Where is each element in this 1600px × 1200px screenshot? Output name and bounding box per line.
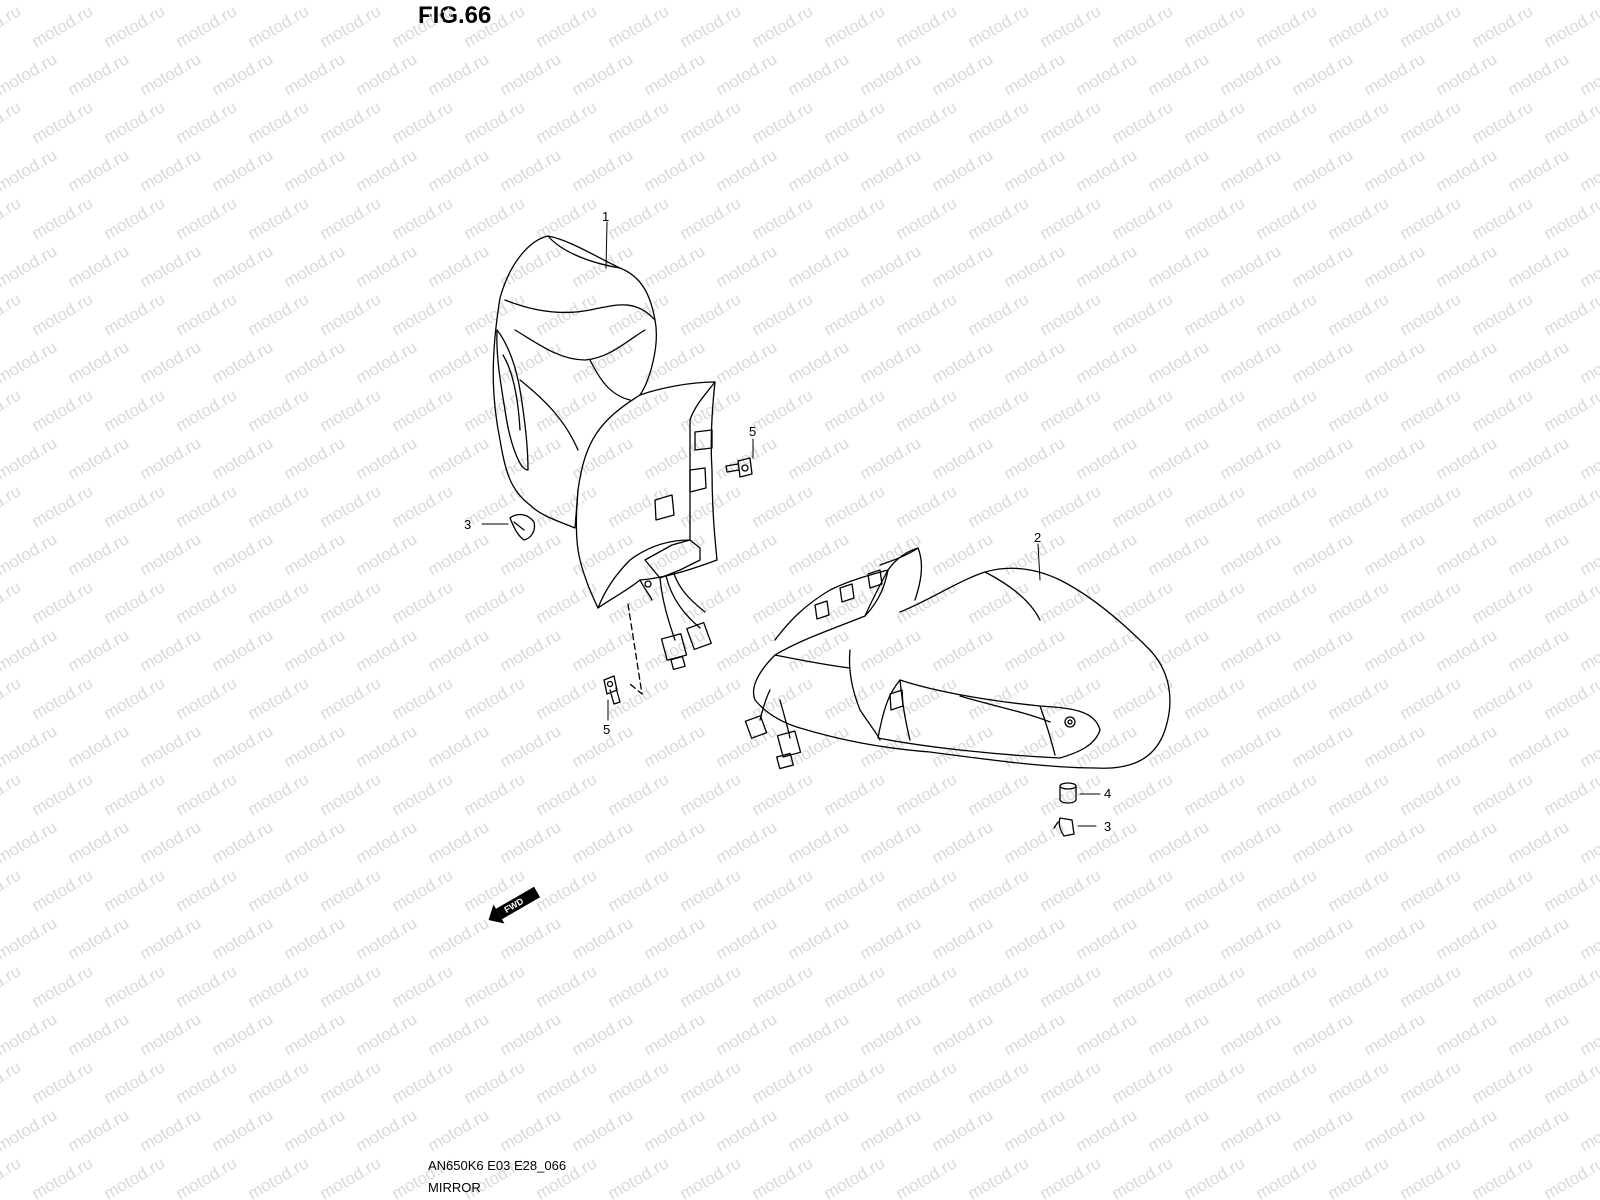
callout-2: 2 <box>1034 530 1041 545</box>
spacer-collar <box>1059 782 1077 804</box>
clip-right <box>1053 817 1075 837</box>
clip-left <box>509 513 536 541</box>
callout-4: 4 <box>1104 786 1111 801</box>
callout-3-left: 3 <box>464 517 471 532</box>
left-mirror-assembly <box>492 235 718 695</box>
callout-5-lower: 5 <box>603 722 610 737</box>
right-mirror-assembly <box>744 547 1171 770</box>
callout-3-right: 3 <box>1104 819 1111 834</box>
diagram-code: AN650K6 E03 E28_066 <box>428 1158 567 1173</box>
bolt-lower <box>603 675 621 705</box>
bolt-upper <box>725 457 753 478</box>
callout-1: 1 <box>602 209 609 224</box>
figure-title: FIG.66 <box>418 2 492 29</box>
callout-5-upper: 5 <box>749 424 756 439</box>
fwd-arrow-icon: FWD <box>488 886 541 924</box>
leader-lines <box>481 221 1101 827</box>
diagram-caption: MIRROR <box>428 1180 481 1195</box>
